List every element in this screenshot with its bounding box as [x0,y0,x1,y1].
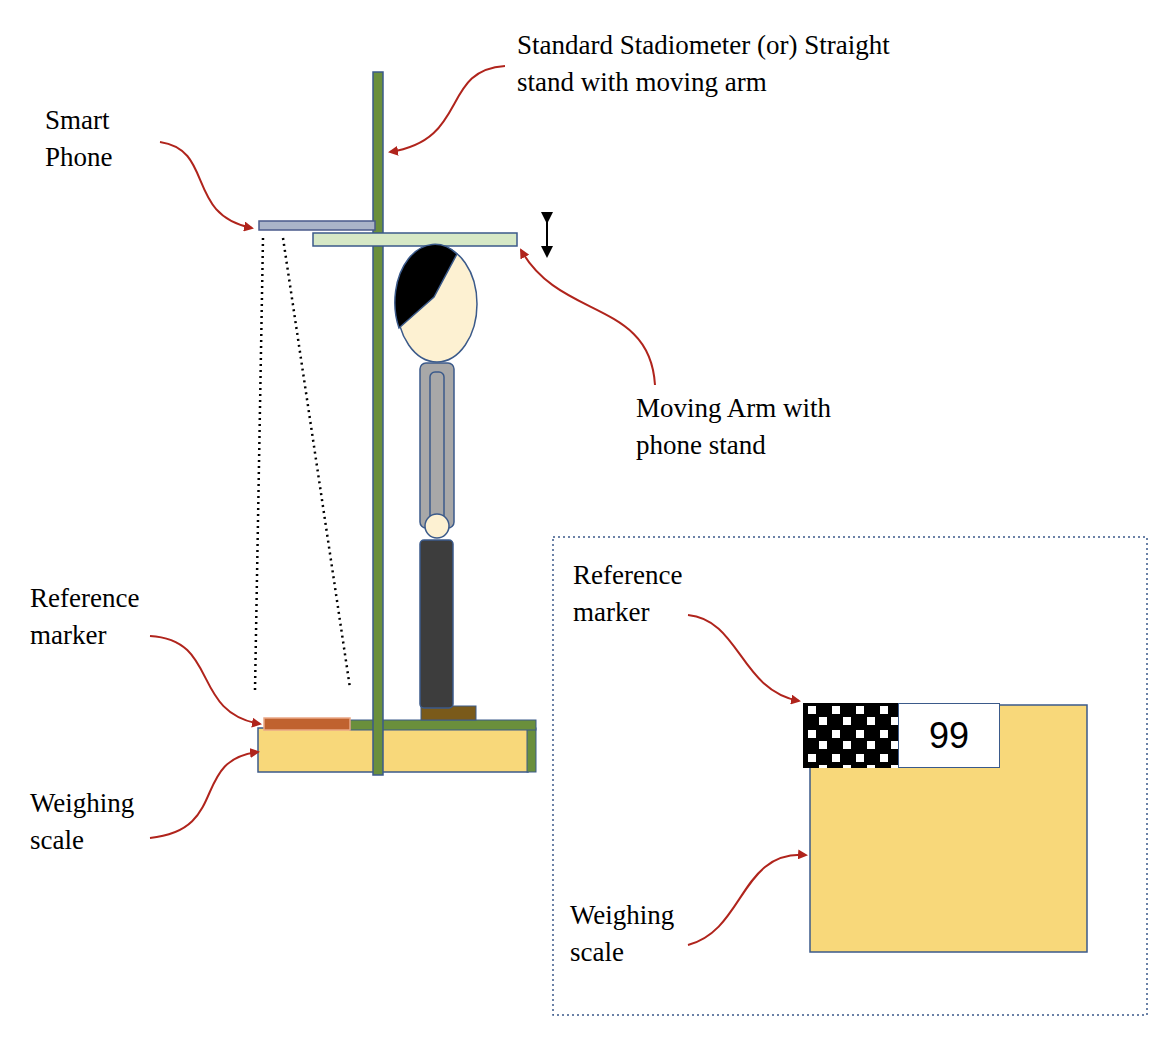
leader-line [160,142,252,228]
leader-line [521,250,655,385]
weighing-scale [258,728,528,772]
inset-reference-marker [803,703,898,768]
leader-line [688,855,806,945]
stand-base [527,728,536,772]
moving-arm [313,233,517,246]
marker-number: 99 [929,715,969,757]
marker-id-box: 99 [898,703,1000,768]
stadiometer-pole [373,72,383,775]
hand [425,514,449,538]
leader-line [688,615,799,701]
leader-line [150,636,260,724]
part-label: Standard Stadiometer (or) Straight stand… [517,27,937,101]
hair [395,244,457,328]
legs [420,540,453,708]
part-label: Reference marker [30,580,180,654]
leader-line [150,752,258,838]
smart-phone [259,221,375,230]
motion-arrow [546,222,548,256]
view-line [255,238,263,690]
part-label: Weighing scale [30,785,170,859]
leader-line [390,66,505,152]
part-label: Weighing scale [570,897,710,971]
torso [420,363,454,528]
arm [430,372,444,520]
reference-marker [264,718,350,730]
part-label: Reference marker [573,557,723,631]
part-label: Moving Arm with phone stand [636,390,886,464]
inset-frame [553,537,1147,1015]
view-line [283,238,350,688]
part-label: Smart Phone [45,102,160,176]
